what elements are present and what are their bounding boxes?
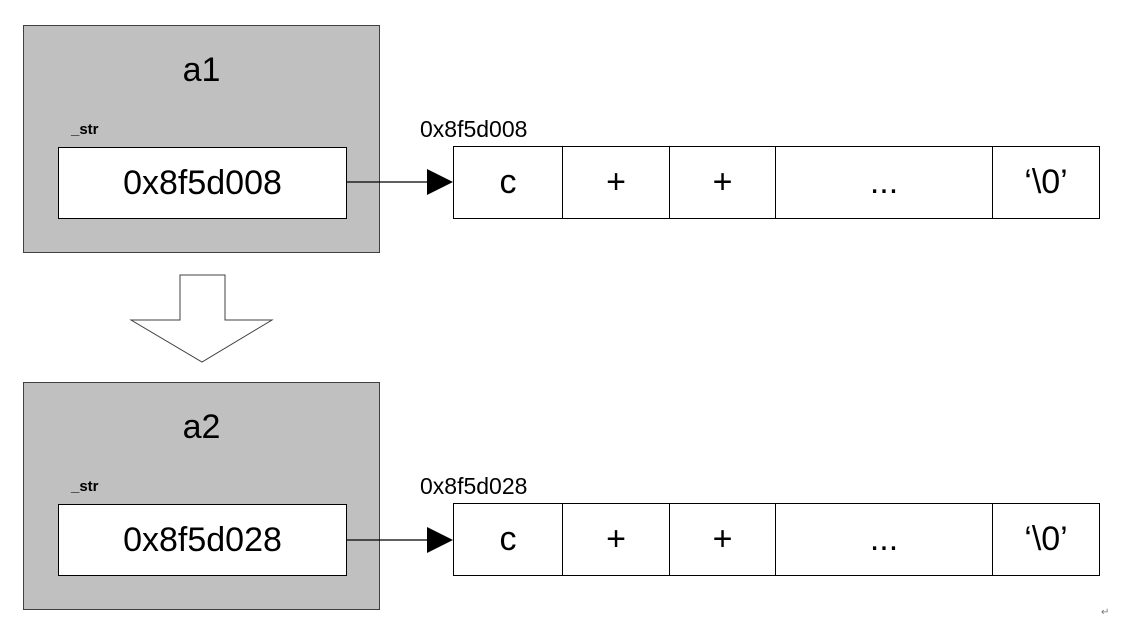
object-a1-box: a1 _str 0x8f5d008 xyxy=(23,25,380,253)
char-array: c + + ... ‘\0’ xyxy=(453,146,1100,219)
down-arrow-icon xyxy=(129,274,274,363)
field-label: _str xyxy=(71,478,99,495)
array-cell: + xyxy=(670,147,776,218)
array-cell: + xyxy=(670,504,776,575)
object-a2-box: a2 _str 0x8f5d028 xyxy=(23,382,380,610)
array-cell: ‘\0’ xyxy=(1024,520,1068,558)
heap-address-label: 0x8f5d008 xyxy=(420,116,528,142)
array-cell: + xyxy=(563,147,670,218)
heap-address-label: 0x8f5d028 xyxy=(420,473,528,499)
object-title: a2 xyxy=(182,408,221,446)
array-cell: ‘\0’ xyxy=(1024,163,1068,201)
paragraph-mark-icon: ↵ xyxy=(1101,607,1110,618)
object-title: a1 xyxy=(182,51,221,89)
array-cell: + xyxy=(563,504,670,575)
pointer-value-box: 0x8f5d028 xyxy=(58,504,347,576)
pointer-arrow-icon xyxy=(346,169,453,195)
pointer-arrow-icon xyxy=(346,527,453,553)
array-cell: c xyxy=(454,504,563,575)
array-cell: ... xyxy=(776,504,993,575)
array-cell: ... xyxy=(776,147,993,218)
array-cell: c xyxy=(454,147,563,218)
field-label: _str xyxy=(71,121,99,138)
char-array: c + + ... ‘\0’ xyxy=(453,503,1100,576)
pointer-value-box: 0x8f5d008 xyxy=(58,147,347,219)
